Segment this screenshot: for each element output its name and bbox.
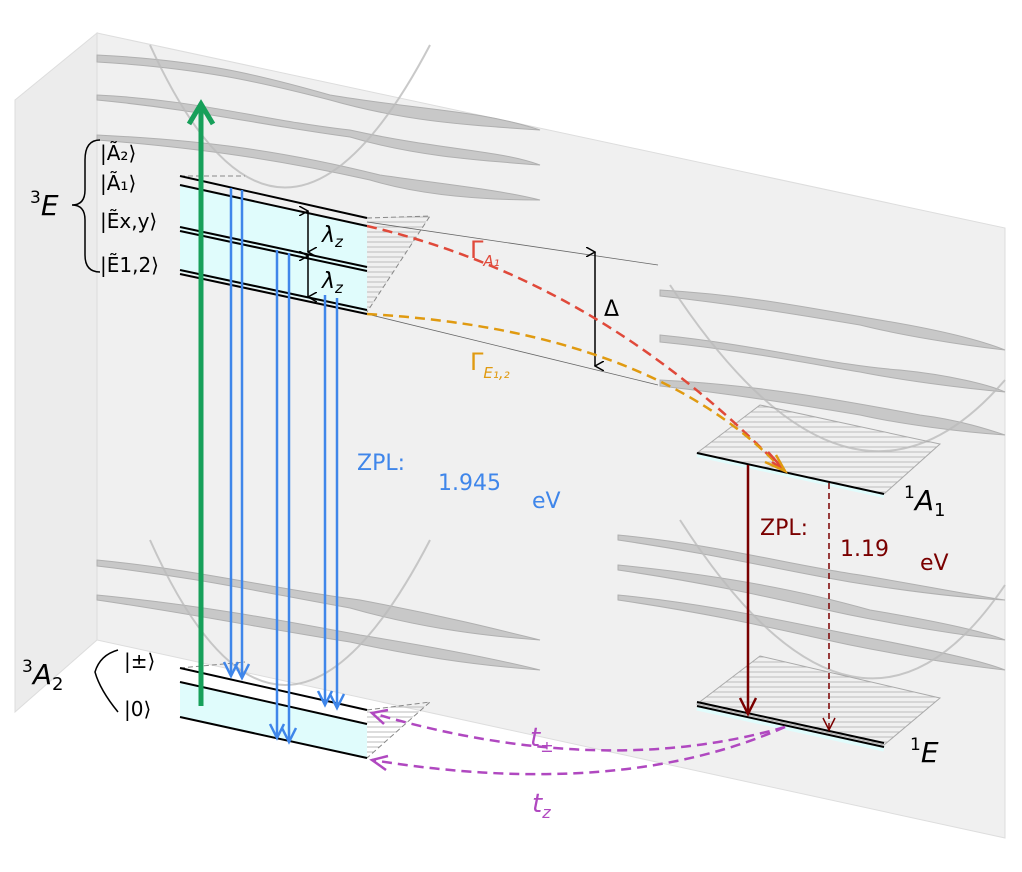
svg-text:|Ã₂⟩: |Ã₂⟩ <box>100 141 136 165</box>
svg-text:eV: eV <box>532 489 561 514</box>
delta-label: Δ <box>604 297 619 322</box>
emission-arrows <box>222 188 346 745</box>
isc-t-pm-arrow <box>371 711 786 752</box>
svg-text:1.19: 1.19 <box>840 537 889 562</box>
isc-t-z-arrow <box>371 725 786 776</box>
phonon-bands <box>96 54 1006 671</box>
singlet-zpl-label: ZPL: 1.19 eV <box>760 516 949 576</box>
singlet-lower-label: 1E <box>910 735 939 769</box>
sublevel-zero: |0⟩ <box>124 697 151 721</box>
svg-text:|Ẽx,y⟩: |Ẽx,y⟩ <box>100 209 157 233</box>
triplet-excited-sublevels: |Ã₂⟩ |Ã₁⟩ |Ẽx,y⟩ |Ẽ1,2⟩ <box>100 141 159 277</box>
triplet-ground-label: 3A2 <box>22 657 63 695</box>
svg-text:eV: eV <box>920 551 949 576</box>
lambda-label-lower: λz <box>321 269 344 297</box>
gamma-e12-label: ΓE₁,₂ <box>470 348 510 382</box>
svg-text:ZPL:: ZPL: <box>357 451 405 476</box>
triplet-excited-label: 3E <box>30 188 59 222</box>
triplet-ground-brace <box>94 649 119 713</box>
singlet-upper-level <box>696 452 885 495</box>
excitation-arrow <box>186 99 216 706</box>
side-wall <box>14 31 98 714</box>
svg-text:1.945: 1.945 <box>438 471 501 496</box>
svg-text:|Ẽ1,2⟩: |Ẽ1,2⟩ <box>100 253 159 277</box>
triplet-zpl-label: ZPL: 1.945 eV <box>357 451 561 514</box>
triplet-excited-brace <box>71 139 101 273</box>
singlet-zpl-arrow <box>738 465 758 717</box>
singlet-upper-label: 1A1 <box>904 483 945 521</box>
t-pm-label: t± <box>530 723 554 756</box>
svg-text:|Ã₁⟩: |Ã₁⟩ <box>100 171 136 195</box>
isc-gamma-e12-arrow <box>366 312 784 471</box>
sublevel-pm: |±⟩ <box>124 649 155 673</box>
gamma-a1-label: ΓA₁ <box>470 236 500 270</box>
singlet-lower-levels <box>696 701 885 748</box>
t-z-label: tz <box>532 789 551 822</box>
delta-guides <box>366 221 659 386</box>
singlet-lower-plane <box>695 655 942 746</box>
triplet-ground-band <box>180 683 367 758</box>
singlet-nonradiative-arrow <box>822 483 836 732</box>
isc-gamma-a1-arrow <box>366 224 784 471</box>
lambda-label-upper: λz <box>321 223 344 251</box>
svg-text:ZPL:: ZPL: <box>760 516 808 541</box>
